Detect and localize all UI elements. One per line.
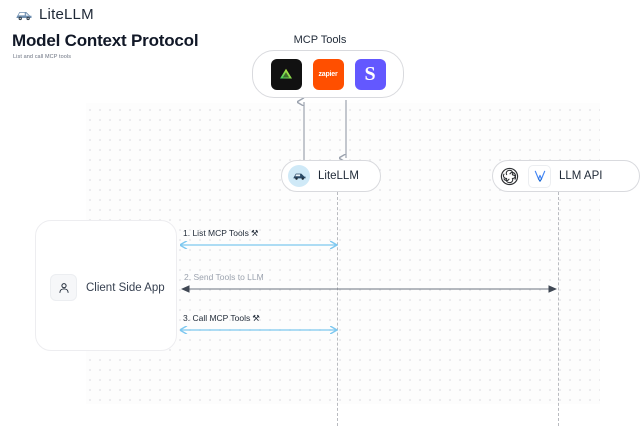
client-side-app-card[interactable]: Client Side App [35, 220, 177, 351]
litellm-avatar-icon [288, 165, 310, 187]
flow-step-1-label: 1. List MCP Tools⚒ [183, 228, 259, 238]
zapier-text: zapier [318, 70, 338, 78]
mcp-tools-label: MCP Tools [293, 34, 347, 46]
flow-step-3-label: 3. Call MCP Tools⚒ [183, 313, 260, 323]
litellm-avatar-glyph [293, 173, 305, 180]
tools-glyph-3: ⚒ [252, 313, 260, 323]
stripe-s-icon[interactable]: S [354, 58, 386, 90]
vertex-ai-glyph [534, 170, 545, 182]
node-litellm[interactable]: LiteLLM [281, 160, 381, 192]
mcp-litellm-connectors [295, 98, 347, 162]
canvas-mask-left [0, 0, 86, 436]
brand: LiteLLM [15, 6, 94, 23]
canvas-mask-bottom [0, 404, 640, 436]
flow-step-3-arrow [178, 325, 340, 335]
person-icon [50, 274, 77, 301]
mcp-tools-group[interactable]: zapier S [252, 50, 404, 98]
page-title: Model Context Protocol [12, 31, 199, 50]
node-llm-api-label: LLM API [559, 170, 603, 182]
client-side-app-label: Client Side App [86, 281, 165, 294]
openai-glyph [500, 167, 519, 185]
vertex-ai-icon [528, 164, 551, 188]
page-header: LiteLLM Model Context Protocol List and … [0, 0, 640, 72]
flow-step-2-label: 2. Send Tools to LLM [184, 272, 264, 282]
supabase-triangle-icon[interactable] [270, 58, 302, 90]
zapier-wordmark-icon[interactable]: zapier [312, 58, 344, 90]
supabase-glyph [280, 68, 292, 79]
stripe-letter: S [364, 63, 376, 85]
openai-icon [499, 166, 520, 187]
lifeline-litellm [337, 192, 338, 426]
tools-glyph-1: ⚒ [250, 228, 259, 238]
person-glyph [58, 282, 69, 293]
page-subtitle: List and call MCP tools [13, 54, 72, 60]
litellm-truck-icon [16, 11, 32, 20]
canvas-mask-right [600, 0, 640, 436]
lifeline-llm-api [558, 192, 559, 426]
flow-step-1-arrow [178, 240, 340, 250]
node-llm-api[interactable]: LLM API [492, 160, 640, 192]
node-litellm-label: LiteLLM [318, 170, 359, 182]
brand-name: LiteLLM [39, 6, 94, 23]
flow-step-2-arrow [180, 285, 558, 293]
client-side-app-inner: Client Side App [50, 274, 165, 301]
